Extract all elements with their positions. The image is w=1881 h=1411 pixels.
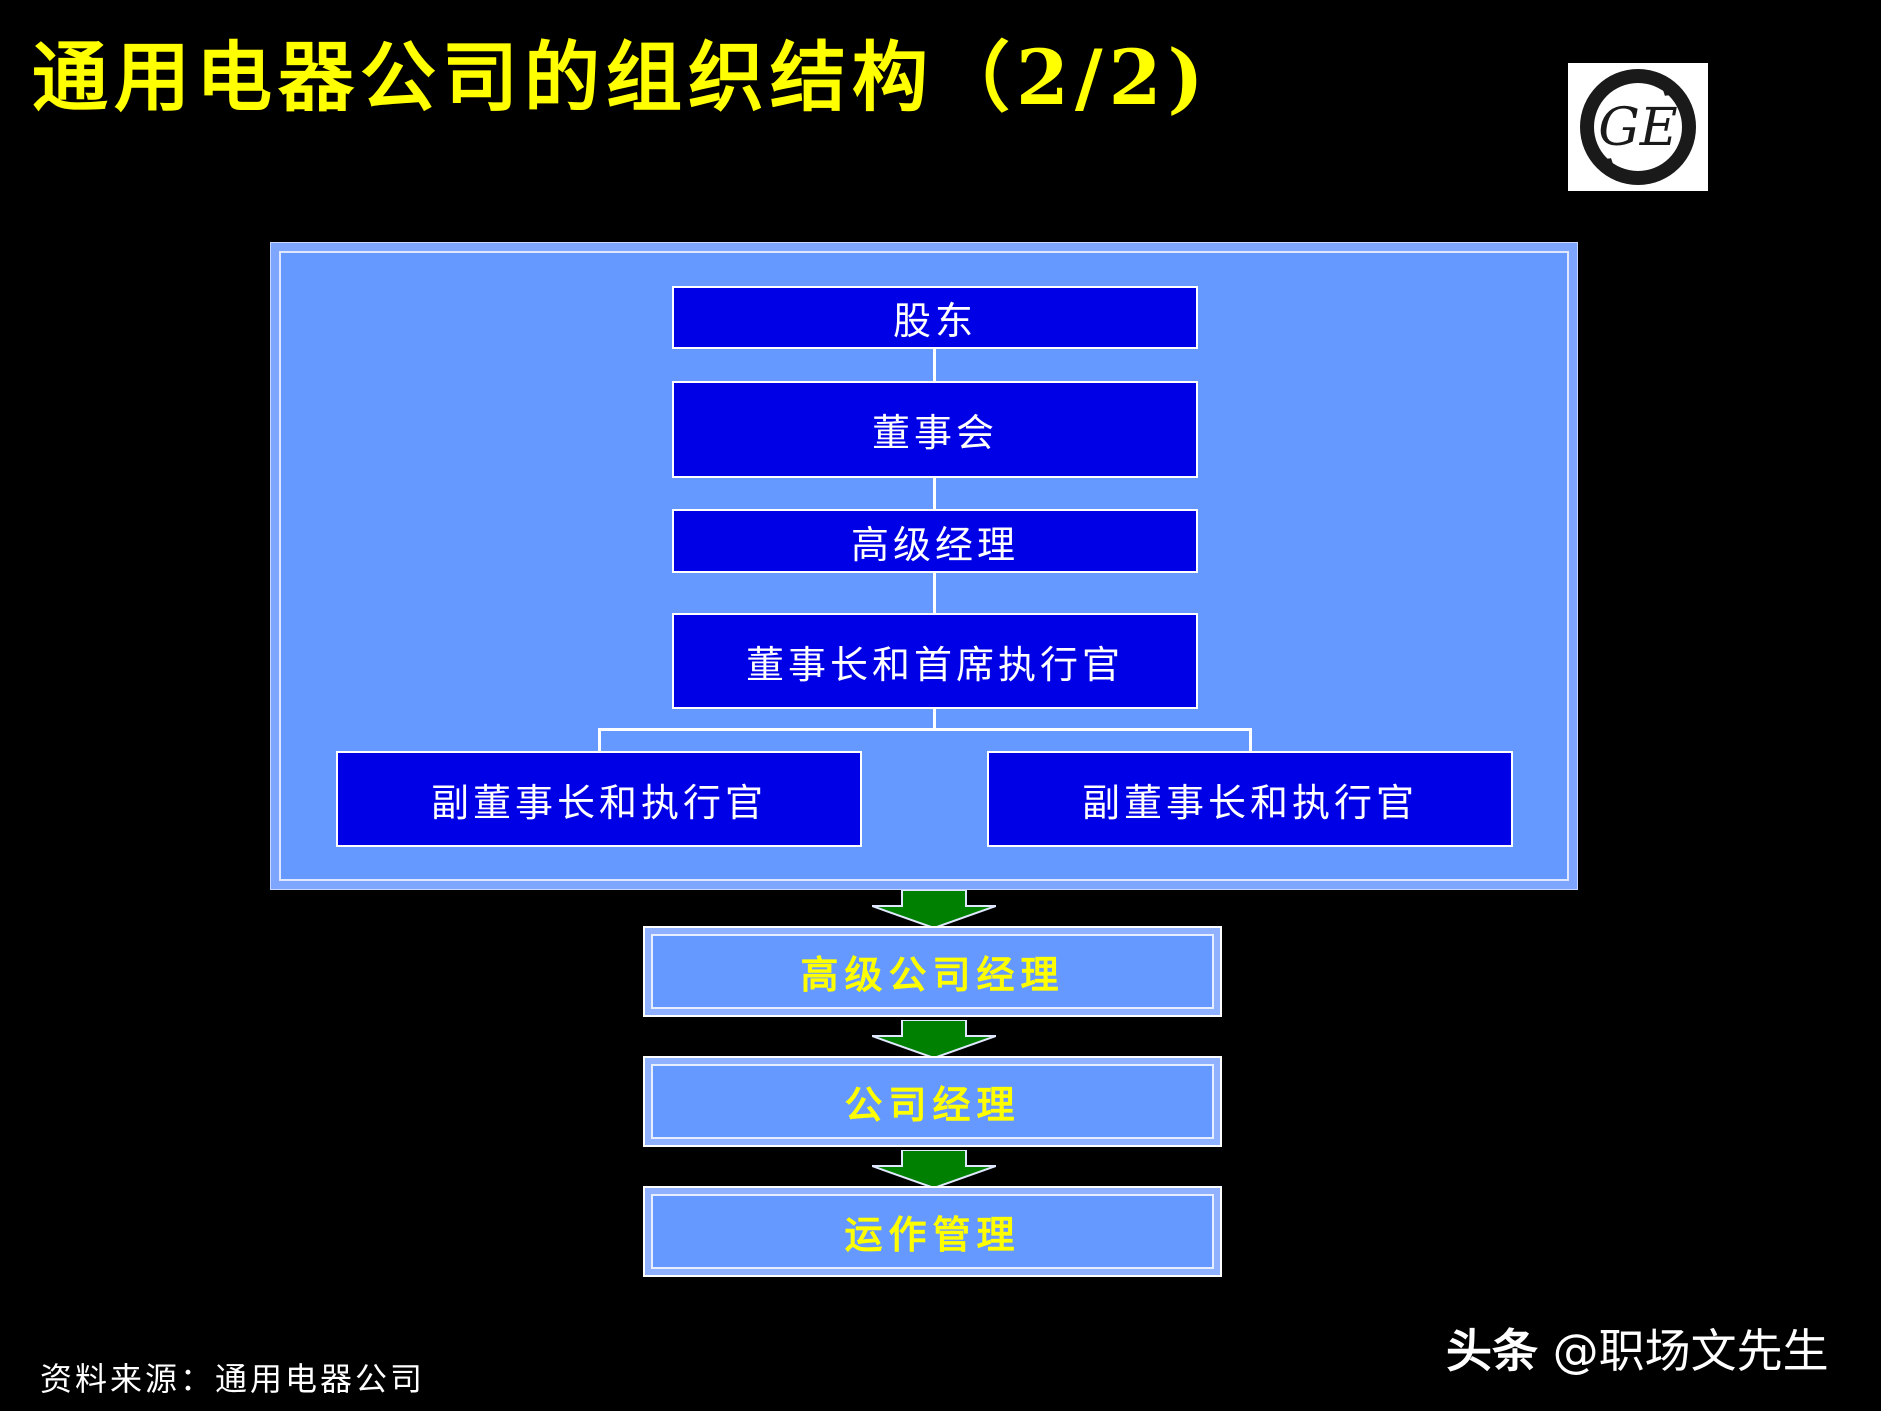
node-chairman-ceo: 董事长和首席执行官	[672, 613, 1198, 709]
down-arrow-icon	[871, 1019, 997, 1060]
watermark-brand: 头条	[1446, 1324, 1538, 1378]
stage-operations-management: 运作管理	[643, 1186, 1222, 1277]
down-arrow-icon	[871, 1149, 997, 1190]
connector-line	[598, 728, 1252, 731]
down-arrow-icon	[871, 889, 997, 930]
node-vice-chair-left: 副董事长和执行官	[336, 751, 862, 847]
node-board: 董事会	[672, 381, 1198, 478]
node-shareholders: 股东	[672, 286, 1198, 349]
node-vice-chair-right: 副董事长和执行官	[987, 751, 1513, 847]
page-title: 通用电器公司的组织结构（2/2)	[32, 33, 1210, 122]
connector-line	[1249, 728, 1252, 752]
node-senior-management: 高级经理	[672, 509, 1198, 573]
stage-senior-company-manager: 高级公司经理	[643, 926, 1222, 1017]
watermark: 头条 @职场文先生	[1446, 1315, 1829, 1381]
ge-logo-text: GE	[1598, 98, 1678, 158]
ge-logo-icon: GE	[1568, 63, 1708, 191]
stage-company-manager: 公司经理	[643, 1056, 1222, 1147]
source-note: 资料来源：通用电器公司	[40, 1360, 426, 1398]
connector-line	[598, 728, 601, 752]
connector-line	[933, 572, 936, 614]
watermark-handle: @职场文先生	[1552, 1324, 1829, 1378]
connector-line	[933, 708, 936, 730]
connector-line	[933, 476, 936, 510]
connector-line	[933, 348, 936, 382]
